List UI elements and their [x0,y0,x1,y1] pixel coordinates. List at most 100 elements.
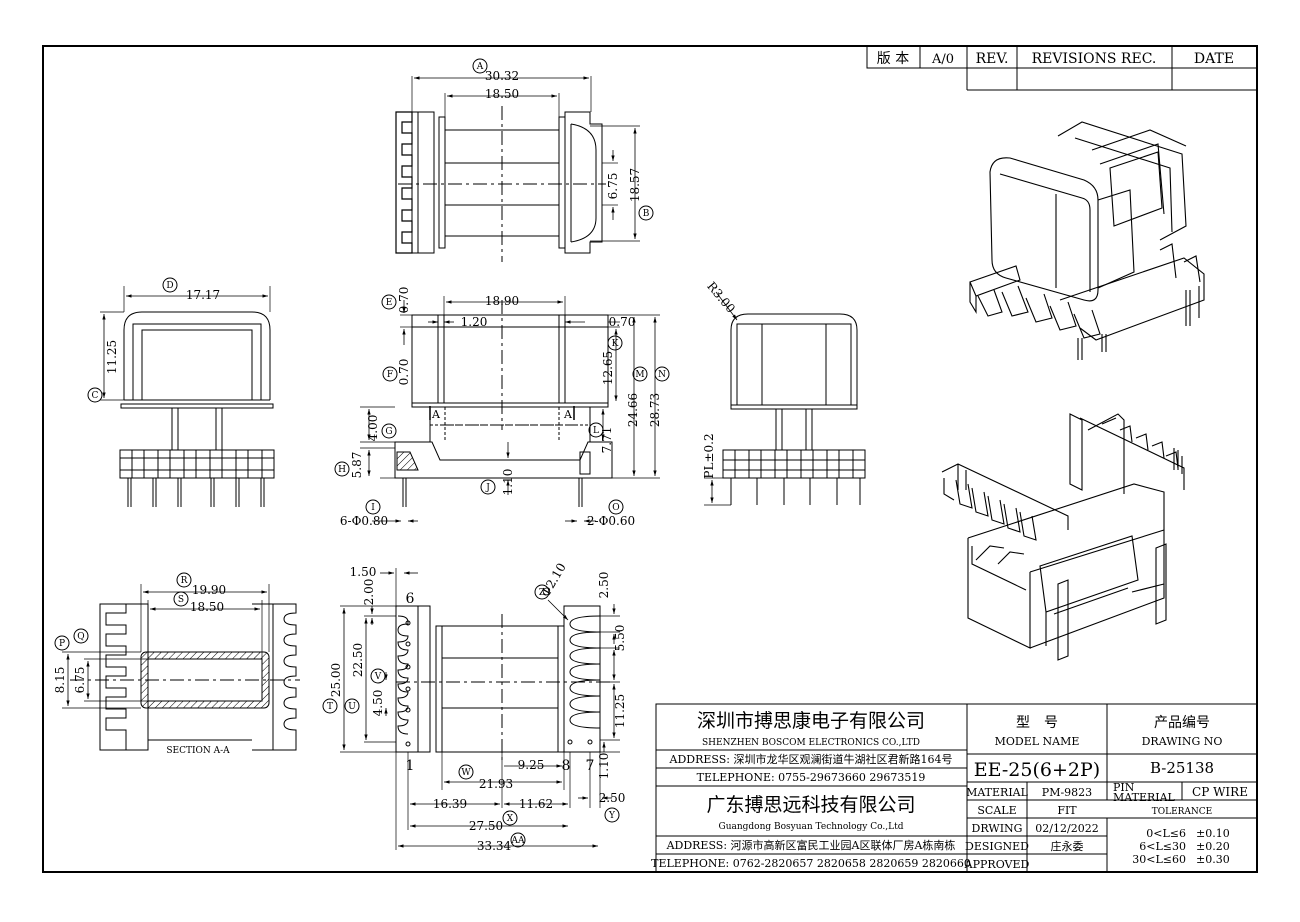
dim-bottom-250t: 2.50 [597,572,611,599]
sheet-border [42,45,1258,873]
dim-d-value: 17.17 [186,288,220,302]
dim-l-value: 7.71 [600,427,614,454]
material-value: PM-9823 [1042,786,1092,799]
dim-tag-y: Y [608,811,616,821]
company2-name-cn: 广东搏思远科技有限公司 [706,794,915,816]
designed-label: DESIGNED [965,840,1029,853]
dim-top-675: 6.75 [606,173,620,200]
dim-tag-o: O [612,503,619,513]
section-marker-right: A [563,408,573,421]
top-view [395,58,654,262]
model-label-en: MODEL NAME [995,735,1080,748]
dim-tag-x: X [507,814,514,824]
dim-aa-value: 33.34 [477,839,512,853]
dim-front-120: 1.20 [461,315,488,329]
tolerance-value-1: ±0.10 [1196,827,1230,840]
dim-bottom-1125: 11.25 [613,694,627,728]
front-view [334,294,670,523]
drawing-value: B-25138 [1150,759,1214,777]
dim-f-value: 0.70 [397,359,411,386]
dim-tag-aa: AA [511,836,525,846]
revision-block [866,45,1258,91]
pin-material-label-2: MATERIAL [1113,791,1176,804]
version-label: 版 本 [877,51,909,67]
date-label: DATE [1194,51,1234,67]
dim-pl: PL±0.2 [702,433,716,478]
dim-s-value: 18.50 [190,600,224,614]
section-marker-left: A [431,408,441,421]
dim-k-value: 12.65 [601,351,615,385]
pin-label-6: 6 [406,591,415,607]
tolerance-range-2: 6<L≤30 [1139,840,1186,853]
telephone-1: TELEPHONE: 0755-29673660 29673519 [697,771,926,784]
tolerance-value-3: ±0.30 [1196,853,1230,866]
model-value: EE-25(6+2P) [974,759,1100,781]
dim-bottom-550: 5.50 [613,625,627,652]
dim-w-value: 21.93 [479,777,513,791]
dim-bottom-925: 9.25 [518,758,545,772]
dim-tag-e: E [386,298,393,308]
pin-material-value: CP WIRE [1192,785,1248,799]
version-value: A/0 [931,52,954,67]
scale-label: SCALE [977,804,1016,817]
dim-bottom-200: 2.00 [362,579,376,606]
model-label-cn: 型 号 [1016,715,1058,731]
telephone-2: TELEPHONE: 0762-2820657 2820658 2820659 … [651,857,971,870]
section-caption: SECTION A-A [166,746,230,756]
pin-material-label-1: PIN [1113,781,1135,794]
dim-tag-h: H [338,465,346,475]
drawing-label-cn: 产品编号 [1154,715,1210,731]
designed-value: 庄永委 [1051,839,1084,853]
dim-b-value: 18.57 [628,168,642,202]
dim-u-value: 22.50 [351,643,365,677]
section-view [54,572,300,751]
dim-tag-p: P [59,639,65,649]
dim-h-value: 5.87 [350,452,364,479]
pin-label-8: 8 [562,758,571,774]
dim-tag-a: A [476,62,484,72]
tolerance-value-2: ±0.20 [1196,840,1230,853]
dim-front-070r: 0.70 [609,315,636,329]
dim-top-inner: 18.50 [485,87,519,101]
dim-tag-n: N [658,370,666,380]
tolerance-range-3: 30<L≤60 [1132,853,1186,866]
title-block [655,703,1258,873]
isometric-view-bottom [941,413,1185,661]
dim-r300: R3.00 [704,279,738,315]
right-side-view [704,291,866,506]
dim-tag-c: C [92,391,99,401]
address-2: ADDRESS: 河源市高新区富民工业园A区联体厂房A栋南栋 [666,838,956,852]
bottom-view [322,568,620,850]
dim-tag-d: D [166,281,173,291]
dim-bottom-1162: 11.62 [519,797,553,811]
dim-pin2-value: 2-Φ0.60 [587,514,635,528]
dim-a-value: 30.32 [485,69,519,83]
dim-tag-f: F [387,370,393,380]
dim-bottom-1639: 16.39 [433,797,467,811]
dim-g-value: 4.00 [366,415,380,442]
scale-value: FIT [1057,804,1077,817]
tolerance-label: TOLERANCE [1152,807,1213,817]
dim-tag-i: I [371,503,375,513]
dim-bottom-110: 1.10 [597,753,611,780]
dim-tag-z: Z [539,588,545,598]
dim-bottom-150: 1.50 [350,565,377,579]
dim-tag-k: K [612,339,619,349]
dim-tag-w: W [461,768,471,778]
dim-e-value: 0.70 [397,287,411,314]
dim-r-value: 19.90 [192,583,226,597]
pin-label-7: 7 [586,758,595,774]
tolerance-range-1: 0<L≤6 [1146,827,1186,840]
dim-tag-b: B [643,209,650,219]
drwing-label: DRWING [972,822,1023,835]
dim-tag-g: G [385,427,392,437]
approved-label: APPROVED [964,858,1030,871]
dim-v-value: 4.50 [371,690,385,717]
company2-name-en: Guangdong Bosyuan Technology Co.,Ltd [719,822,904,832]
revisions-label: REVISIONS REC. [1032,51,1157,67]
dim-tag-j: J [485,483,490,493]
dim-tag-l: L [593,426,599,436]
dim-x-value: 27.50 [469,819,503,833]
